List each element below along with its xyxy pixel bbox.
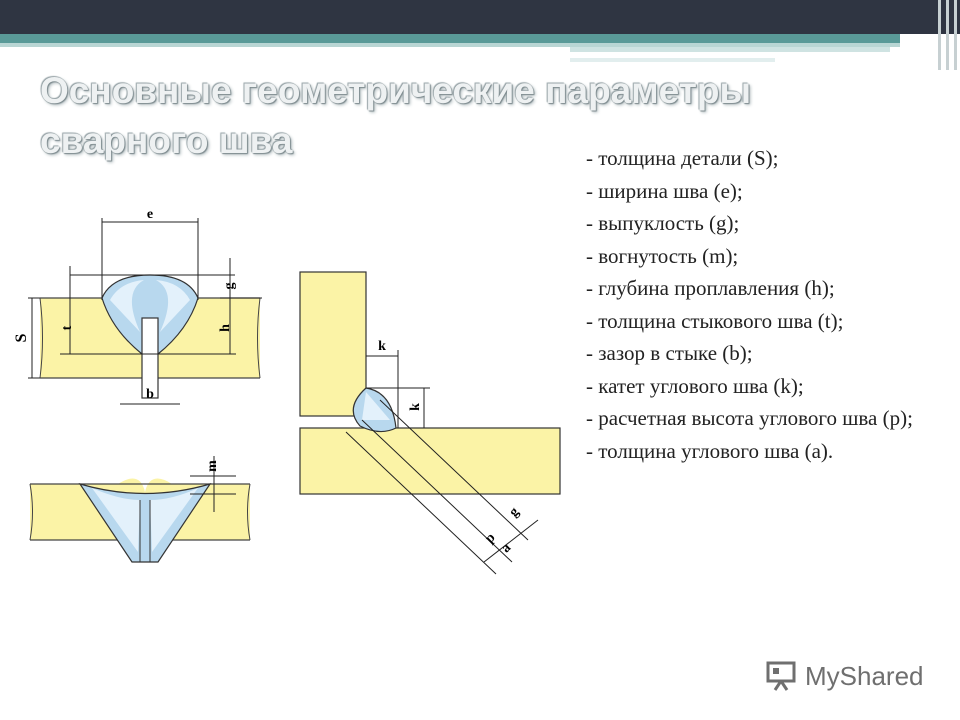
edge-line	[954, 0, 957, 70]
label-t: t	[60, 325, 75, 330]
label-m: m	[205, 460, 220, 472]
slide-title: Основные геометрические параметры сварно…	[40, 66, 880, 166]
accent-stripe-thin	[570, 47, 890, 52]
list-item: - катет углового шва (k);	[586, 373, 804, 398]
label-S: S	[13, 333, 30, 342]
list-item: - глубина проплавления (h);	[586, 276, 835, 300]
fillet-weld: k k p a g	[299, 271, 561, 575]
plate-vertical	[299, 271, 367, 417]
list-item: - ширина шва (е);	[586, 178, 743, 203]
edge-line	[946, 0, 949, 70]
logo-text: MyShared	[805, 660, 924, 691]
accent-stripe	[0, 34, 900, 43]
title-line-1: Основные геометрические параметры	[40, 70, 752, 111]
parameter-list: - толщина детали (S); - ширина шва (е); …	[586, 142, 951, 467]
list-item: - толщина углового шва (a).	[586, 438, 834, 463]
list-item: - расчетная высота углового шва (p);	[586, 406, 913, 430]
label-b: b	[146, 387, 154, 402]
accent-stripe-light	[0, 43, 900, 47]
gap	[141, 317, 159, 399]
label-g2: g	[507, 505, 523, 521]
label-a: a	[499, 541, 515, 557]
list-item: - зазор в стыке (b);	[586, 341, 753, 365]
plate-horizontal	[299, 427, 561, 495]
label-k: k	[378, 339, 386, 354]
label-p: p	[482, 530, 498, 546]
accent-stripe-short	[570, 58, 775, 62]
list-item: - вогнутость (m);	[586, 243, 739, 268]
edge-line	[938, 0, 941, 70]
label-g: g	[222, 283, 237, 290]
title-line-2: сварного шва	[40, 120, 293, 161]
concave-weld: m	[29, 456, 251, 563]
label-k2: k	[408, 403, 423, 411]
label-e: e	[147, 207, 153, 222]
logo: MyShared	[765, 656, 924, 696]
list-item: - выпуклость (g);	[586, 211, 740, 235]
list-item: - толщина детали (S);	[586, 146, 779, 170]
top-bar	[0, 0, 960, 34]
butt-weld: e g S t h b	[13, 207, 262, 405]
label-h: h	[218, 324, 233, 332]
list-item: - толщина стыкового шва (t);	[586, 308, 844, 333]
presentation-icon	[766, 661, 796, 691]
